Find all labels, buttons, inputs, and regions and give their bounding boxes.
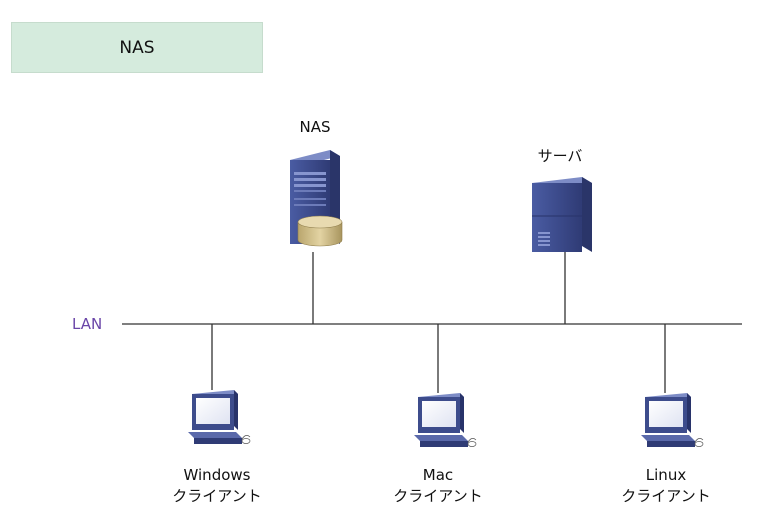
mac-client-label: Mac クライアント [383,465,493,507]
linux-client-os: Linux [645,466,687,484]
nas-label: NAS [299,118,331,136]
lan-label: LAN [72,315,103,333]
windows-client-os: Windows [183,466,251,484]
windows-desktop-computer-icon [188,390,251,444]
mac-desktop-computer-icon [414,393,477,447]
connection-lines [122,252,742,393]
server-tower-icon [532,177,592,252]
linux-client-role: クライアント [621,487,711,505]
mac-client-role: クライアント [393,487,483,505]
windows-client-role: クライアント [172,487,262,505]
nas-server-icon [290,150,343,247]
server-label: サーバ [537,147,583,165]
title-box: NAS [11,22,263,73]
windows-client-label: Windows クライアント [162,465,272,507]
mac-client-os: Mac [422,466,454,484]
linux-desktop-computer-icon [641,393,704,447]
title-text: NAS [119,37,155,58]
linux-client-label: Linux クライアント [611,465,721,507]
